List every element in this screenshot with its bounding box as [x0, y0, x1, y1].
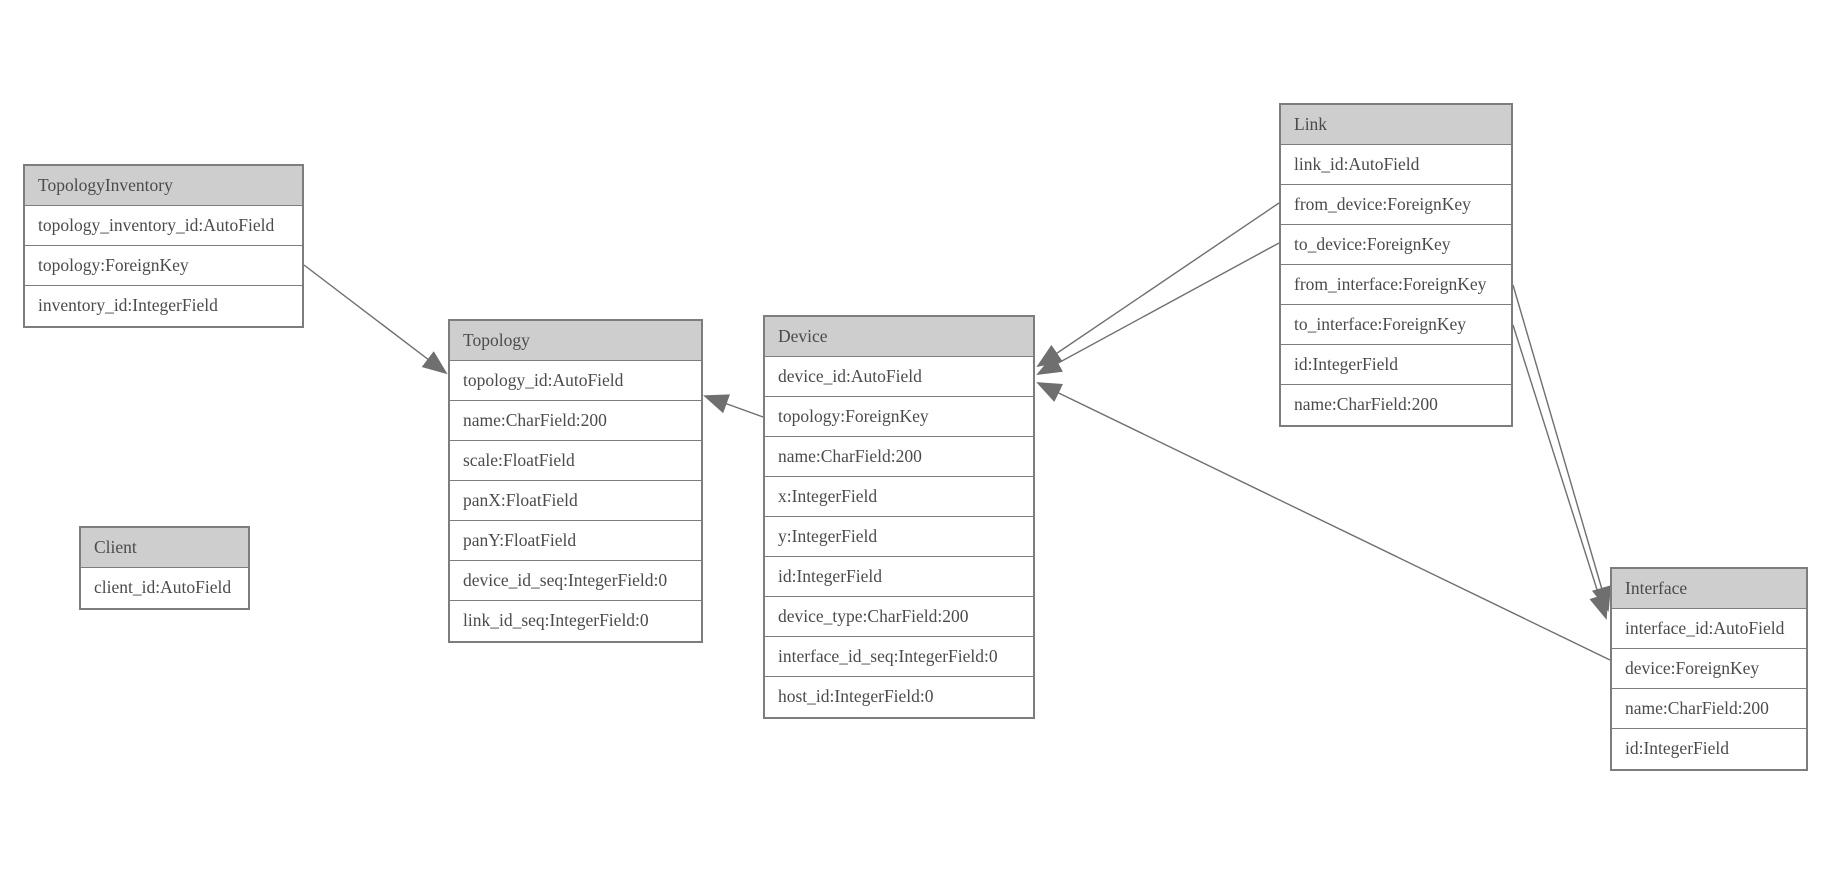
- entity-topology-field-row: topology_id:AutoField: [450, 361, 701, 401]
- entity-device-field-row: host_id:IntegerField:0: [765, 677, 1033, 717]
- entity-topology-field-row: panY:FloatField: [450, 521, 701, 561]
- entity-device-field-row: topology:ForeignKey: [765, 397, 1033, 437]
- entity-client-field-row: client_id:AutoField: [81, 568, 248, 608]
- entity-device-field-row: interface_id_seq:IntegerField:0: [765, 637, 1033, 677]
- entity-link-field-row: to_interface:ForeignKey: [1281, 305, 1511, 345]
- entity-topology-inventory-field-row: topology:ForeignKey: [25, 246, 302, 286]
- entity-topology-field-row: link_id_seq:IntegerField:0: [450, 601, 701, 641]
- entity-topology-field-row: name:CharField:200: [450, 401, 701, 441]
- entity-link-field-row: to_device:ForeignKey: [1281, 225, 1511, 265]
- entity-link-field-row: from_device:ForeignKey: [1281, 185, 1511, 225]
- entity-device-title: Device: [765, 317, 1033, 357]
- entity-link-field-row: link_id:AutoField: [1281, 145, 1511, 185]
- entity-topology-inventory-field-row: topology_inventory_id:AutoField: [25, 206, 302, 246]
- edge-link-from_device-to-device: [1036, 202, 1280, 368]
- entity-device-field-row: id:IntegerField: [765, 557, 1033, 597]
- edge-link-from_interface-to-interface: [1512, 284, 1612, 612]
- entity-device-field-row: device_id:AutoField: [765, 357, 1033, 397]
- entity-interface-field-row: interface_id:AutoField: [1612, 609, 1806, 649]
- edge-link-to_device-to-device: [1036, 242, 1280, 375]
- entity-link-field-row: from_interface:ForeignKey: [1281, 265, 1511, 305]
- entity-device-field-row: device_type:CharField:200: [765, 597, 1033, 637]
- edge-interface-device-to-device: [1036, 382, 1611, 661]
- entity-topology-inventory-field-row: inventory_id:IntegerField: [25, 286, 302, 326]
- entity-client-title: Client: [81, 528, 248, 568]
- entity-topology-inventory-title: TopologyInventory: [25, 166, 302, 206]
- edge-link-to_interface-to-interface: [1512, 324, 1609, 620]
- entity-topology-inventory: TopologyInventory topology_inventory_id:…: [23, 164, 304, 328]
- entity-interface-field-row: device:ForeignKey: [1612, 649, 1806, 689]
- entity-device-field-row: x:IntegerField: [765, 477, 1033, 517]
- edge-topologyinventory-topology-to-topology: [303, 264, 448, 375]
- entity-device-field-row: y:IntegerField: [765, 517, 1033, 557]
- entity-interface-field-row: name:CharField:200: [1612, 689, 1806, 729]
- edge-device-topology-to-topology: [703, 394, 764, 418]
- entity-interface-title: Interface: [1612, 569, 1806, 609]
- entity-topology-field-row: panX:FloatField: [450, 481, 701, 521]
- entity-device-field-row: name:CharField:200: [765, 437, 1033, 477]
- entity-link-field-row: name:CharField:200: [1281, 385, 1511, 425]
- entity-topology-field-row: scale:FloatField: [450, 441, 701, 481]
- entity-topology-field-row: device_id_seq:IntegerField:0: [450, 561, 701, 601]
- entity-link-title: Link: [1281, 105, 1511, 145]
- entity-topology-title: Topology: [450, 321, 701, 361]
- entity-client: Client client_id:AutoField: [79, 526, 250, 610]
- entity-interface-field-row: id:IntegerField: [1612, 729, 1806, 769]
- entity-link-field-row: id:IntegerField: [1281, 345, 1511, 385]
